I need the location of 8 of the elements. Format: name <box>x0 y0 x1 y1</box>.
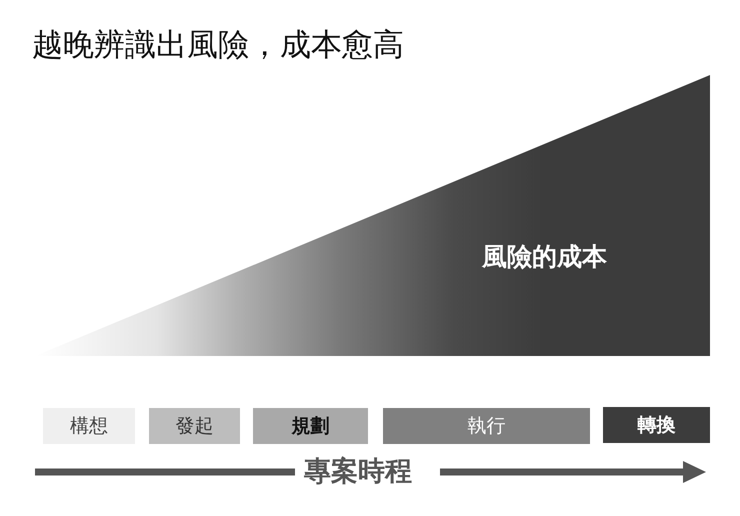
phase-box: 發起 <box>149 408 240 444</box>
phase-box: 構想 <box>43 408 135 444</box>
title: 越晚辨識出風險，成本愈高 <box>32 26 404 65</box>
phase-box: 執行 <box>383 408 590 444</box>
triangle-label: 風險的成本 <box>482 241 607 273</box>
phase-box: 規劃 <box>253 408 368 444</box>
phase-box: 轉換 <box>603 407 710 443</box>
timeline-label: 專案時程 <box>304 455 412 489</box>
